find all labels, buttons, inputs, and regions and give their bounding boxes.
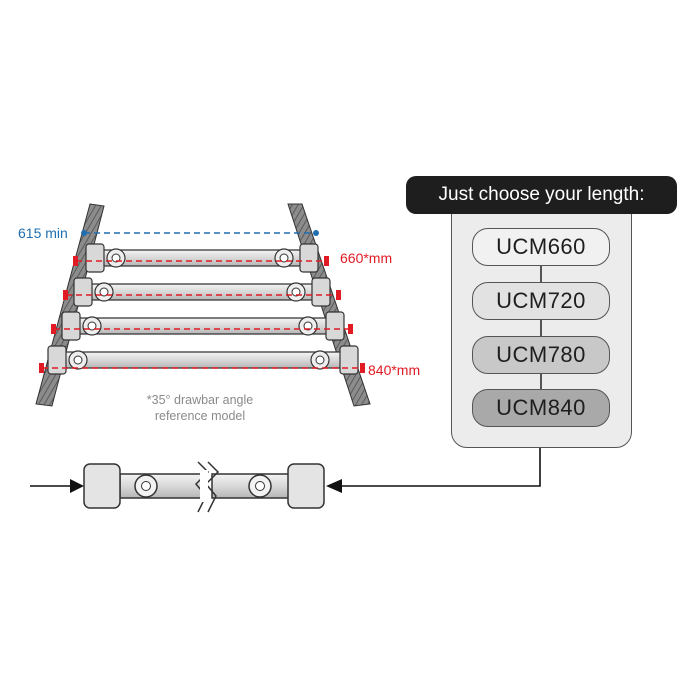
right-arrow-icon xyxy=(326,479,342,493)
panel-title: Just choose your length: xyxy=(406,176,677,214)
linkage-bar xyxy=(73,277,331,307)
min-length-label: 615 min xyxy=(18,225,68,241)
red-markers xyxy=(39,256,365,373)
min-marker xyxy=(313,230,319,236)
linkage-bar xyxy=(61,311,345,341)
option-link xyxy=(540,266,542,282)
linkage-bar xyxy=(85,243,319,273)
reference-model-note: reference model xyxy=(155,409,245,423)
drawbar-angle-note: *35° drawbar angle xyxy=(147,393,254,407)
linkage-bar xyxy=(47,345,359,375)
length-label-840: 840*mm xyxy=(368,362,420,378)
option-ucm720[interactable]: UCM720 xyxy=(472,282,610,320)
length-label-660: 660*mm xyxy=(340,250,392,266)
option-link xyxy=(540,320,542,336)
option-ucm780[interactable]: UCM780 xyxy=(472,336,610,374)
min-marker xyxy=(81,230,87,236)
connector-line xyxy=(342,448,541,487)
left-arrow-icon xyxy=(70,479,84,493)
coupler-detail xyxy=(83,461,325,513)
option-link xyxy=(540,374,542,389)
option-ucm660[interactable]: UCM660 xyxy=(472,228,610,266)
option-ucm840[interactable]: UCM840 xyxy=(472,389,610,427)
